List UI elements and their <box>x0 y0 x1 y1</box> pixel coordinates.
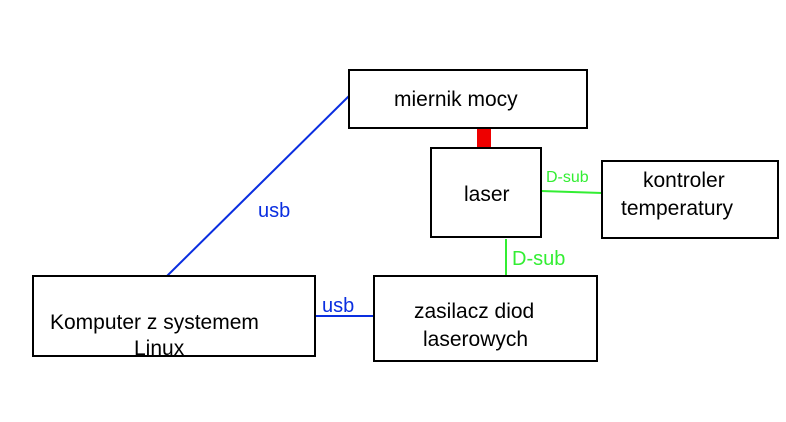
dsub-line-laser-to-temperature-controller <box>540 190 603 194</box>
optical-link-laser-to-power-meter <box>477 127 491 148</box>
power-supply-label-line2: laserowych <box>423 328 529 351</box>
power-meter-box: miernik mocy <box>348 69 588 129</box>
temperature-controller-label-line1: kontroler <box>643 169 725 192</box>
computer-label-line1: Komputer z systemem <box>50 311 259 334</box>
dsub-label-laser-to-temperature-controller: D-sub <box>546 169 589 186</box>
computer-label-line2: Linux <box>134 337 185 360</box>
usb-label-computer-to-power-supply: usb <box>322 295 355 317</box>
temperature-controller-box: kontroler temperatury <box>601 160 779 239</box>
power-supply-label-line1: zasilacz diod <box>414 300 535 323</box>
temperature-controller-label-line2: temperatury <box>621 197 734 220</box>
computer-box: Komputer z systemem Linux <box>32 275 316 360</box>
dsub-label-laser-to-power-supply: D-sub <box>512 248 566 270</box>
usb-label-computer-to-power-meter: usb <box>258 200 291 222</box>
laser-label: laser <box>464 183 510 206</box>
usb-line-computer-to-power-meter <box>166 93 352 277</box>
laser-box: laser <box>430 147 542 238</box>
laser-diode-power-supply-box: zasilacz diod laserowych <box>373 275 598 362</box>
power-meter-label: miernik mocy <box>394 88 518 111</box>
